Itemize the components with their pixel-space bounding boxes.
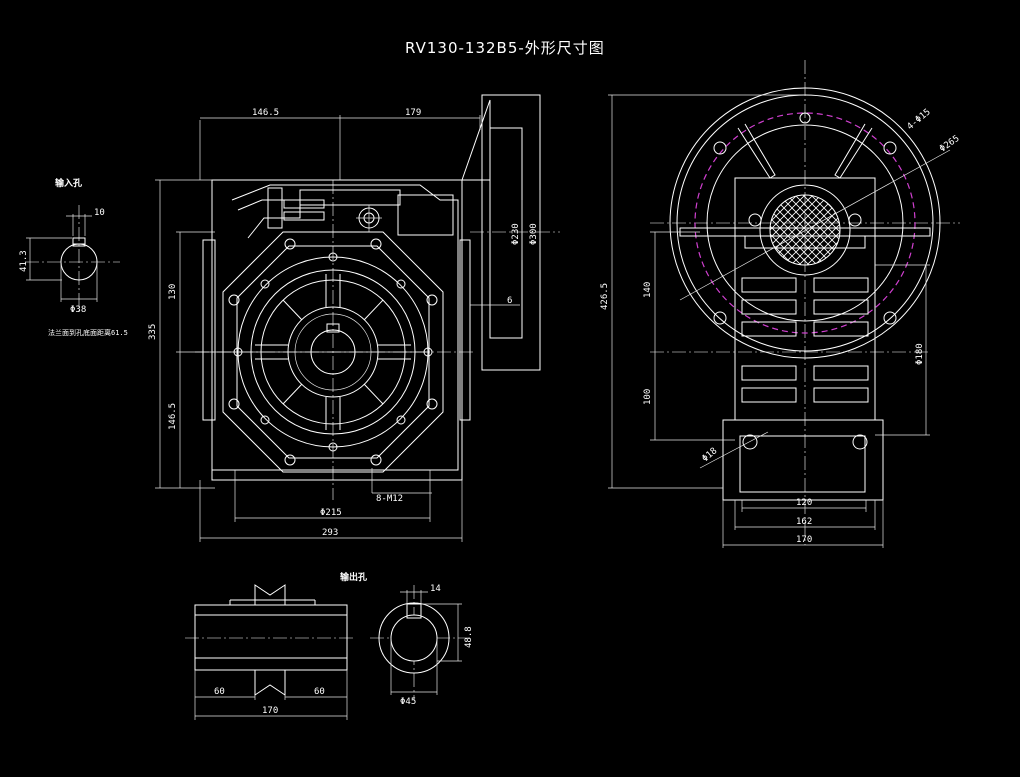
input-key-depth: 41.3 [19,250,29,272]
input-keyway-width: 10 [94,208,105,218]
output-diameter: Φ45 [400,697,416,707]
side-foot-hole: Φ18 [701,446,720,464]
side-width-3: 170 [796,535,812,545]
output-keyway-width: 14 [430,584,441,594]
dim-right-flange: 179 [405,108,421,118]
output-dim-right: 60 [314,687,325,697]
input-note: 法兰面到孔底面距离61.5 [48,328,128,337]
dim-holes: 4-Φ15 [906,107,933,132]
dim-upper-height: 130 [168,284,178,300]
dim-flange-thickness: 6 [507,296,512,306]
side-view: 4-Φ15 Φ265 426.5 140 100 Φ180 Φ18 120 16… [600,60,961,548]
output-hole-label: 输出孔 [340,571,367,583]
front-view: 146.5 179 335 130 146.5 [148,94,560,542]
dim-total-width: 293 [322,528,338,538]
side-width-1: 120 [796,498,812,508]
dim-flange-d1: Φ230 [511,223,521,245]
output-dim-left: 60 [214,687,225,697]
dim-bolt-circle: Φ215 [320,508,342,518]
drawing-title: RV130-132B5-外形尺寸图 [405,39,605,57]
output-hole-detail: 输出孔 60 60 170 14 48.8 [185,571,474,720]
input-hole-detail: 输入孔 10 41.3 Φ38 法兰面到孔底面距离61.5 [19,177,128,337]
input-hole-label: 输入孔 [55,177,82,189]
dim-lower-height: 146.5 [168,403,178,430]
output-dim-total: 170 [262,706,278,716]
side-upper: 140 [643,282,653,298]
input-diameter: Φ38 [70,305,86,315]
dim-total-height: 335 [148,324,158,340]
dim-flange-d2: Φ300 [529,223,539,245]
output-key-depth: 48.8 [464,626,474,648]
side-lower: 100 [643,389,653,405]
side-width-2: 162 [796,517,812,527]
side-total-height: 426.5 [600,283,610,310]
dim-left-half: 146.5 [252,108,279,118]
dim-threaded-holes: 8-M12 [376,494,403,504]
side-pilot: Φ180 [915,343,925,365]
dim-flange-outer: Φ265 [938,134,962,155]
